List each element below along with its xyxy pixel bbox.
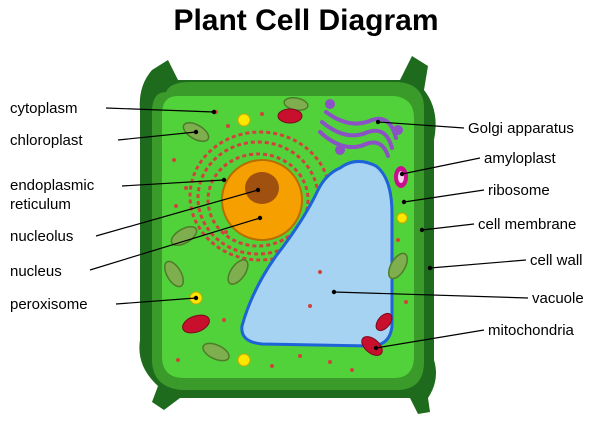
label-nucleus: nucleus bbox=[10, 263, 62, 280]
label-peroxisome: peroxisome bbox=[10, 296, 88, 313]
chloroplasts bbox=[163, 96, 409, 362]
label-mitochondria: mitochondria bbox=[488, 322, 575, 339]
vacuole bbox=[240, 160, 394, 348]
label-endoplasmic: endoplasmic bbox=[10, 177, 95, 194]
golgi-apparatus bbox=[318, 99, 403, 158]
label-reticulum: reticulum bbox=[10, 196, 71, 213]
leader-endpoints bbox=[193, 109, 433, 351]
page-title: Plant Cell Diagram bbox=[173, 4, 439, 37]
label-nucleolus: nucleolus bbox=[10, 228, 73, 245]
amyloplast bbox=[394, 166, 408, 188]
label-chloroplast: chloroplast bbox=[10, 132, 83, 149]
label-cytoplasm: cytoplasm bbox=[10, 100, 78, 117]
label-cell-wall: cell wall bbox=[530, 252, 583, 269]
nucleolus bbox=[245, 172, 279, 204]
label-cell-membrane: cell membrane bbox=[478, 216, 576, 233]
mitochondria bbox=[182, 108, 393, 356]
label-vacuole: vacuole bbox=[532, 290, 584, 307]
label-ribosome: ribosome bbox=[488, 182, 550, 199]
label-amyloplast: amyloplast bbox=[484, 150, 557, 167]
label-golgi: Golgi apparatus bbox=[468, 120, 574, 137]
leader-lines bbox=[89, 107, 529, 349]
